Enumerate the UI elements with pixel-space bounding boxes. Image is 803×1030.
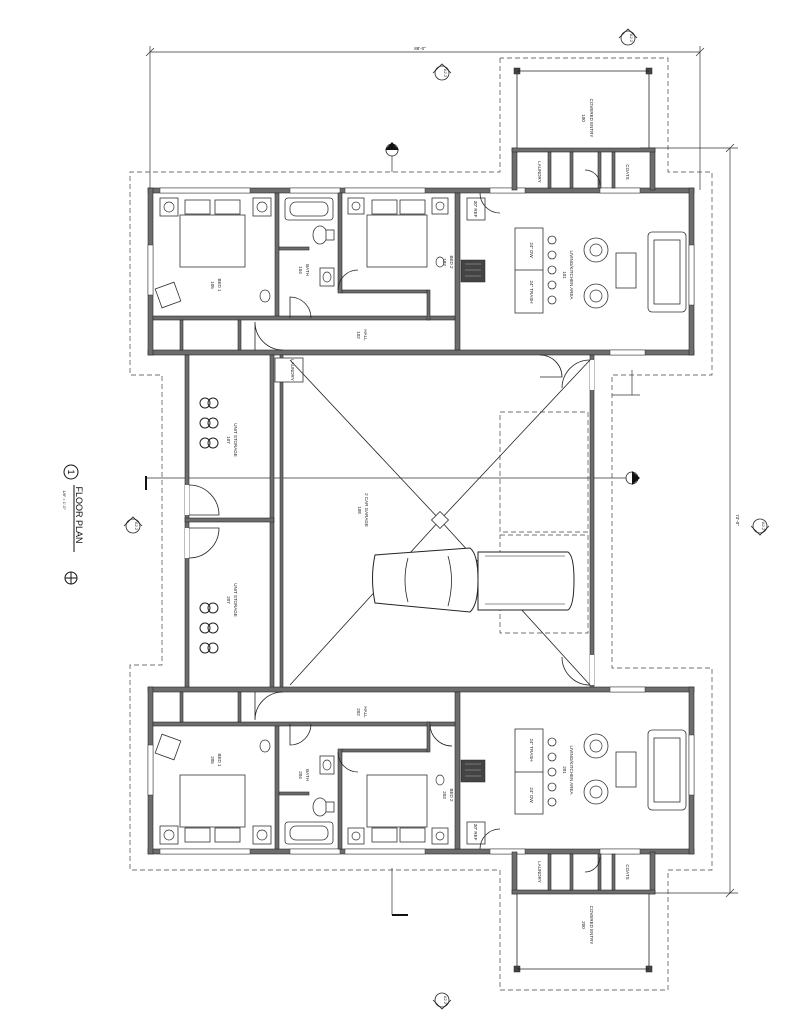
storage-a-label: UNIT STORAGE [233,423,238,457]
lower-living-furniture [583,729,687,811]
drawing-number: 1 [66,469,76,474]
upper-coats-label: COATS [625,164,630,179]
storage-b-label: UNIT STORAGE [233,583,238,617]
storage-a-number: 107 [226,436,231,444]
lower-coats-label: COATS [625,864,630,879]
lower-hall-label: HALL [363,706,368,718]
roof-overhang-outline [129,57,713,991]
car-icon [372,547,575,613]
lower-laundry-label: LAUNDRY [537,861,542,882]
upper-bed2-furniture [347,197,449,268]
overall-dimensions: 88'-0" 73'-0" [145,46,740,898]
upper-kitchen-fixtures [460,197,557,314]
elevation-marker-right: A2.2 [750,518,770,536]
lower-entry-number: 200 [581,921,586,929]
upper-living-number: 101 [562,271,567,279]
svg-text:A2.2: A2.2 [761,522,766,531]
upper-bath-label: BATH [305,264,310,276]
upper-living-furniture [583,231,687,313]
lower-bath-label: BATH [305,769,310,781]
lower-bed2-number: 203 [442,791,447,799]
lower-ref-label: 30" REF [473,824,478,841]
lower-bath-fixtures [284,755,335,845]
svg-text:A2.2: A2.2 [629,34,634,43]
section-marker-right [625,471,640,485]
bike-icon [199,397,219,449]
elevation-marker-bottom: A2.2 [432,992,452,1010]
lower-bed2-label: BED 2 [449,788,454,802]
upper-entry-label: COVERED ENTRY [589,99,594,138]
upper-bath-number: 104 [298,266,303,274]
upper-dw-label: 24" DW [529,242,534,258]
lower-living-number: 201 [562,766,567,774]
upper-ref-label: 30" REF [473,201,478,218]
storage-b-number: 207 [226,596,231,604]
garage-number: 108 [357,506,362,514]
lower-unit: COVERED ENTRY 200 LAUNDRY COATS LIVING/K… [147,686,695,973]
overall-width-dimension: 88'-0" [414,46,426,51]
upper-bed1-furniture [154,197,272,309]
lower-living-label: LIVING/KITCHEN AREA [569,745,574,794]
upper-trash-label: 24" TRASH [529,280,534,303]
elevation-marker-top: A2.2 [432,63,452,81]
garage-laundry-label: LAUNDRY [290,359,295,380]
lower-bath-number: 204 [298,771,303,779]
north-arrow-icon [64,571,78,585]
upper-hall-label: HALL [363,329,368,341]
lower-bed1-label: BED 1 [217,753,222,767]
upper-hall-number: 102 [356,331,361,339]
lower-bed1-number: 205 [210,756,215,764]
upper-bed2-number: 103 [442,258,447,266]
lower-dw-label: 24" DW [529,787,534,803]
section-marker-upper [385,142,399,157]
garage-label: 2 CAR GARAGE [364,493,369,527]
section-markers [145,150,640,916]
lower-hall-number: 202 [356,708,361,716]
upper-living-label: LIVING/KITCHEN AREA [569,250,574,299]
lower-kitchen-fixtures [460,728,557,845]
elevation-marker-top-right: A2.2 [618,28,638,46]
overall-depth-dimension: 73'-0" [735,514,740,526]
lower-entry-label: COVERED ENTRY [589,906,594,945]
drawing-title-text: FLOOR PLAN [74,486,84,543]
svg-text:A2.2: A2.2 [443,996,448,1005]
upper-bed1-label: BED 1 [217,278,222,292]
lower-trash-label: 24" TRASH [529,738,534,761]
upper-laundry-label: LAUNDRY [537,161,542,182]
upper-bed2-label: BED 2 [449,255,454,269]
upper-entry-number: 100 [581,114,586,122]
upper-bath-fixtures [284,197,335,287]
elevation-marker-left: A2.2 [123,516,143,534]
svg-text:A2.2: A2.2 [443,69,448,78]
bike-icon [199,602,219,654]
upper-bed1-number: 105 [210,281,215,289]
garage-and-storage: 2 CAR GARAGE 108 UNIT STORAGE 107 UNIT S… [184,354,595,691]
upper-unit: COVERED ENTRY 100 LAUNDRY COATS LIVING/K… [147,67,695,378]
lower-bed2-furniture [347,774,449,845]
svg-text:A2.2: A2.2 [134,522,139,531]
drawing-scale: 1/8" = 1'-0" [62,490,67,510]
lower-bed1-furniture [154,733,272,845]
drawing-title: 1 FLOOR PLAN 1/8" = 1'-0" [62,464,84,552]
